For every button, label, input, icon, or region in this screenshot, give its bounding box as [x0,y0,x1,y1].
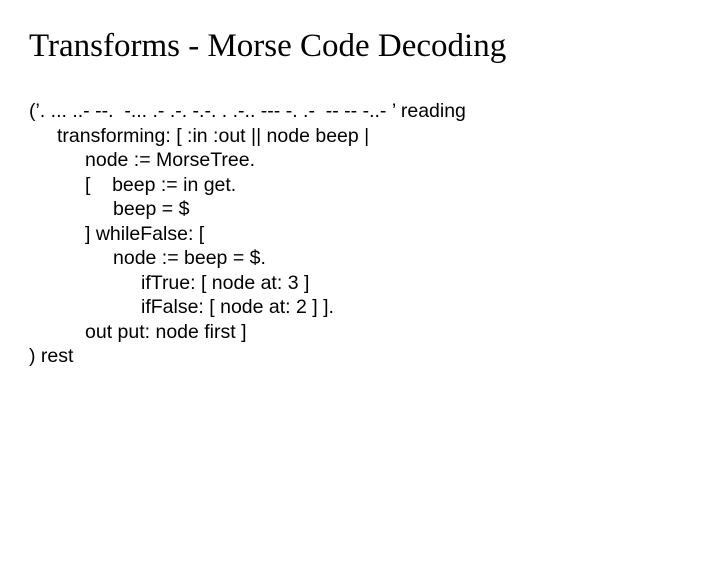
code-line-while-false: ] whileFalse: [ [85,222,205,245]
code-line-beep-get: [ beep := in get. [85,173,237,196]
code-line-if-true: ifTrue: [ node at: 3 ] [141,271,310,294]
code-line-node-assign: node := MorseTree. [85,149,255,171]
code-line-beep-check: beep = $ [113,198,190,220]
code-line-rest: ) rest [29,345,74,367]
code-line-reading: (’. ... ..- --. -... .- .-. -.-. . .-.. … [29,100,466,122]
code-line-if-false: ifFalse: [ node at: 2 ] ]. [141,296,334,318]
code-line-out-put: out put: node first ] [85,320,247,343]
slide-title: Transforms - Morse Code Decoding [29,28,507,64]
code-block: (’. ... ..- --. -... .- .-. -.-. . .-.. … [29,99,466,369]
code-line-transforming: transforming: [ :in :out || node beep | [57,124,370,147]
code-line-node-beep: node := beep = $. [113,247,266,269]
